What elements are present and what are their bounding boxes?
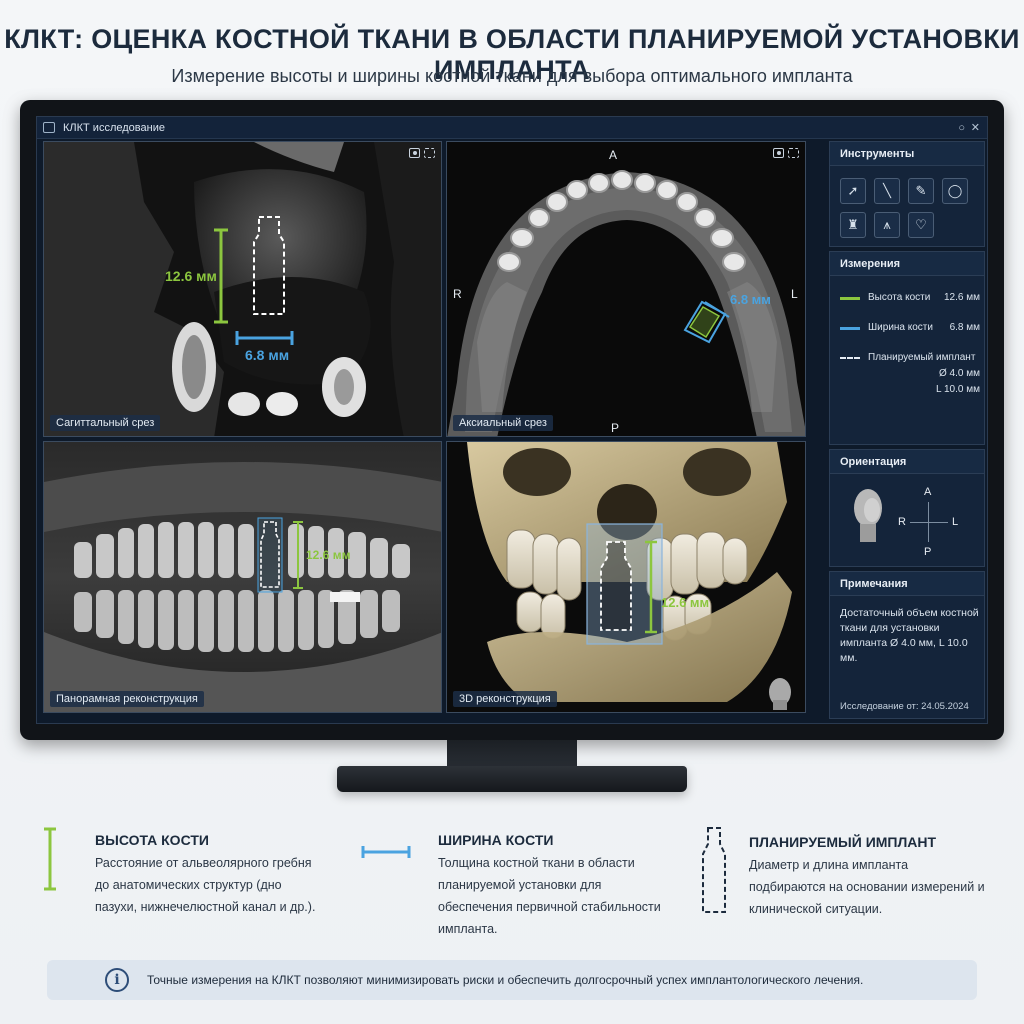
app-icon: [43, 122, 55, 133]
minimize-button[interactable]: ○: [958, 122, 965, 134]
measurement-value: 12.6 мм: [944, 292, 980, 303]
implant-tool-icon[interactable]: ♜: [840, 212, 866, 238]
implant-swatch: [840, 357, 860, 359]
expand-icon[interactable]: [788, 148, 799, 158]
tools-title: Инструменты: [830, 142, 984, 166]
camera-icon[interactable]: [773, 148, 784, 158]
legend-title: ПЛАНИРУЕМЫЙ ИМПЛАНТ: [749, 834, 937, 850]
expand-icon[interactable]: [424, 148, 435, 158]
orientation-title: Ориентация: [830, 450, 984, 474]
sagittal-width-label: 6.8 мм: [245, 347, 290, 363]
axial-orient-l: L: [791, 287, 798, 301]
legend-title: ВЫСОТА КОСТИ: [95, 832, 209, 848]
monitor-stand-base: [337, 766, 687, 792]
upper-teeth: [74, 522, 410, 578]
implant-length: L 10.0 мм: [936, 384, 980, 395]
window-titlebar: КЛКТ исследование ○ ✕: [37, 117, 987, 139]
camera-icon[interactable]: [409, 148, 420, 158]
page-subtitle: Измерение высоты и ширины костной ткани …: [171, 66, 853, 86]
info-icon: i: [105, 968, 129, 992]
height-swatch: [840, 297, 860, 300]
width-marker-icon: [361, 846, 411, 858]
render3d-teeth: [506, 529, 748, 641]
orient-l: L: [952, 516, 959, 528]
axial-toolbar: [773, 148, 799, 158]
panoramic-implant-outline: [260, 521, 280, 588]
measurement-label: Ширина кости: [868, 322, 933, 333]
close-button[interactable]: ✕: [970, 122, 980, 134]
measurements-section: Измерения Высота кости 12.6 мм Ширина ко…: [829, 251, 985, 445]
orient-a: A: [924, 486, 932, 498]
axial-orient-a: A: [609, 148, 618, 162]
implant-diameter: Ø 4.0 мм: [939, 368, 980, 379]
axial-label: Аксиальный срез: [453, 415, 553, 431]
height-marker-icon: [44, 827, 56, 891]
panoramic-label: Панорамная реконструкция: [50, 691, 204, 707]
orient-p: P: [924, 546, 932, 558]
sagittal-toolbar: [409, 148, 435, 158]
study-date: Исследование от: 24.05.2024: [840, 701, 969, 712]
axial-viewport[interactable]: 6.8 мм A P R L Аксиальный срез: [446, 141, 806, 437]
implant-outline-icon: [702, 827, 726, 913]
measurement-value: 6.8 мм: [949, 322, 980, 333]
panoramic-height-label: 12.6 мм: [306, 548, 351, 562]
axial-width-label: 6.8 мм: [730, 292, 771, 307]
sagittal-implant-outline: [253, 216, 285, 315]
measurement-label: Высота кости: [868, 292, 931, 303]
render3d-implant-outline: [600, 541, 632, 631]
orientation-section: Ориентация A P R L: [829, 449, 985, 567]
monitor: КЛКТ исследование ○ ✕: [20, 100, 1004, 740]
head-thumbnail-icon: [769, 678, 791, 710]
sagittal-label: Сагиттальный срез: [50, 415, 161, 431]
notes-title: Примечания: [830, 572, 984, 596]
measurements-title: Измерения: [830, 252, 984, 276]
head-orientation-icon[interactable]: [848, 486, 888, 550]
render3d-label: 3D реконструкция: [453, 691, 557, 707]
legend-title: ШИРИНА КОСТИ: [438, 832, 554, 848]
sagittal-viewport[interactable]: 12.6 мм 6.8 мм Сагиттальный срез: [43, 141, 442, 437]
legend-desc: Диаметр и длина импланта подбираются на …: [749, 858, 985, 916]
render3d-image: [447, 442, 805, 712]
measurement-label: Планируемый имплант: [868, 352, 976, 363]
footer-note: i Точные измерения на КЛКТ позволяют мин…: [47, 960, 977, 1000]
sagittal-image: [44, 142, 441, 436]
render3d-viewport[interactable]: 12.6 мм 3D реконструкция: [446, 441, 806, 713]
tools-section: Инструменты ➚ ╲ ✎ ◯ ♜ ⩚ ♡: [829, 141, 985, 247]
cursor-icon[interactable]: ➚: [840, 178, 866, 204]
legend-desc: Толщина костной ткани в области планируе…: [438, 856, 661, 936]
axial-orient-p: P: [611, 421, 620, 435]
axial-teeth: [497, 170, 746, 272]
legend-desc: Расстояние от альвеолярного гребня до ан…: [95, 856, 316, 914]
panoramic-image: [44, 442, 441, 712]
notes-text: Достаточный объем костной ткани для уста…: [840, 607, 979, 664]
width-swatch: [840, 327, 860, 330]
annotate-icon[interactable]: ✎: [908, 178, 934, 204]
nerve-tool-icon[interactable]: ⩚: [874, 212, 900, 238]
line-measure-icon[interactable]: ╲: [874, 178, 900, 204]
side-panel: Инструменты ➚ ╲ ✎ ◯ ♜ ⩚ ♡ Измерения Высо…: [829, 141, 985, 719]
ellipse-icon[interactable]: ◯: [942, 178, 968, 204]
panoramic-viewport[interactable]: 12.6 мм Панорамная реконструкция: [43, 441, 442, 713]
page-title: КЛКТ: ОЦЕНКА КОСТНОЙ ТКАНИ В ОБЛАСТИ ПЛА…: [4, 24, 1020, 85]
axial-image: [447, 142, 805, 436]
axial-orient-r: R: [453, 287, 462, 301]
notes-section: Примечания Достаточный объем костной тка…: [829, 571, 985, 719]
footer-text: Точные измерения на КЛКТ позволяют миним…: [147, 973, 864, 987]
app-window: КЛКТ исследование ○ ✕: [36, 116, 988, 724]
render3d-height-label: 12.6 мм: [661, 595, 710, 610]
orient-r: R: [898, 516, 906, 528]
tooth-icon[interactable]: ♡: [908, 212, 934, 238]
sagittal-height-label: 12.6 мм: [165, 268, 217, 284]
monitor-stand-neck: [447, 740, 577, 770]
window-title: КЛКТ исследование: [63, 122, 165, 134]
lower-teeth: [74, 590, 400, 652]
